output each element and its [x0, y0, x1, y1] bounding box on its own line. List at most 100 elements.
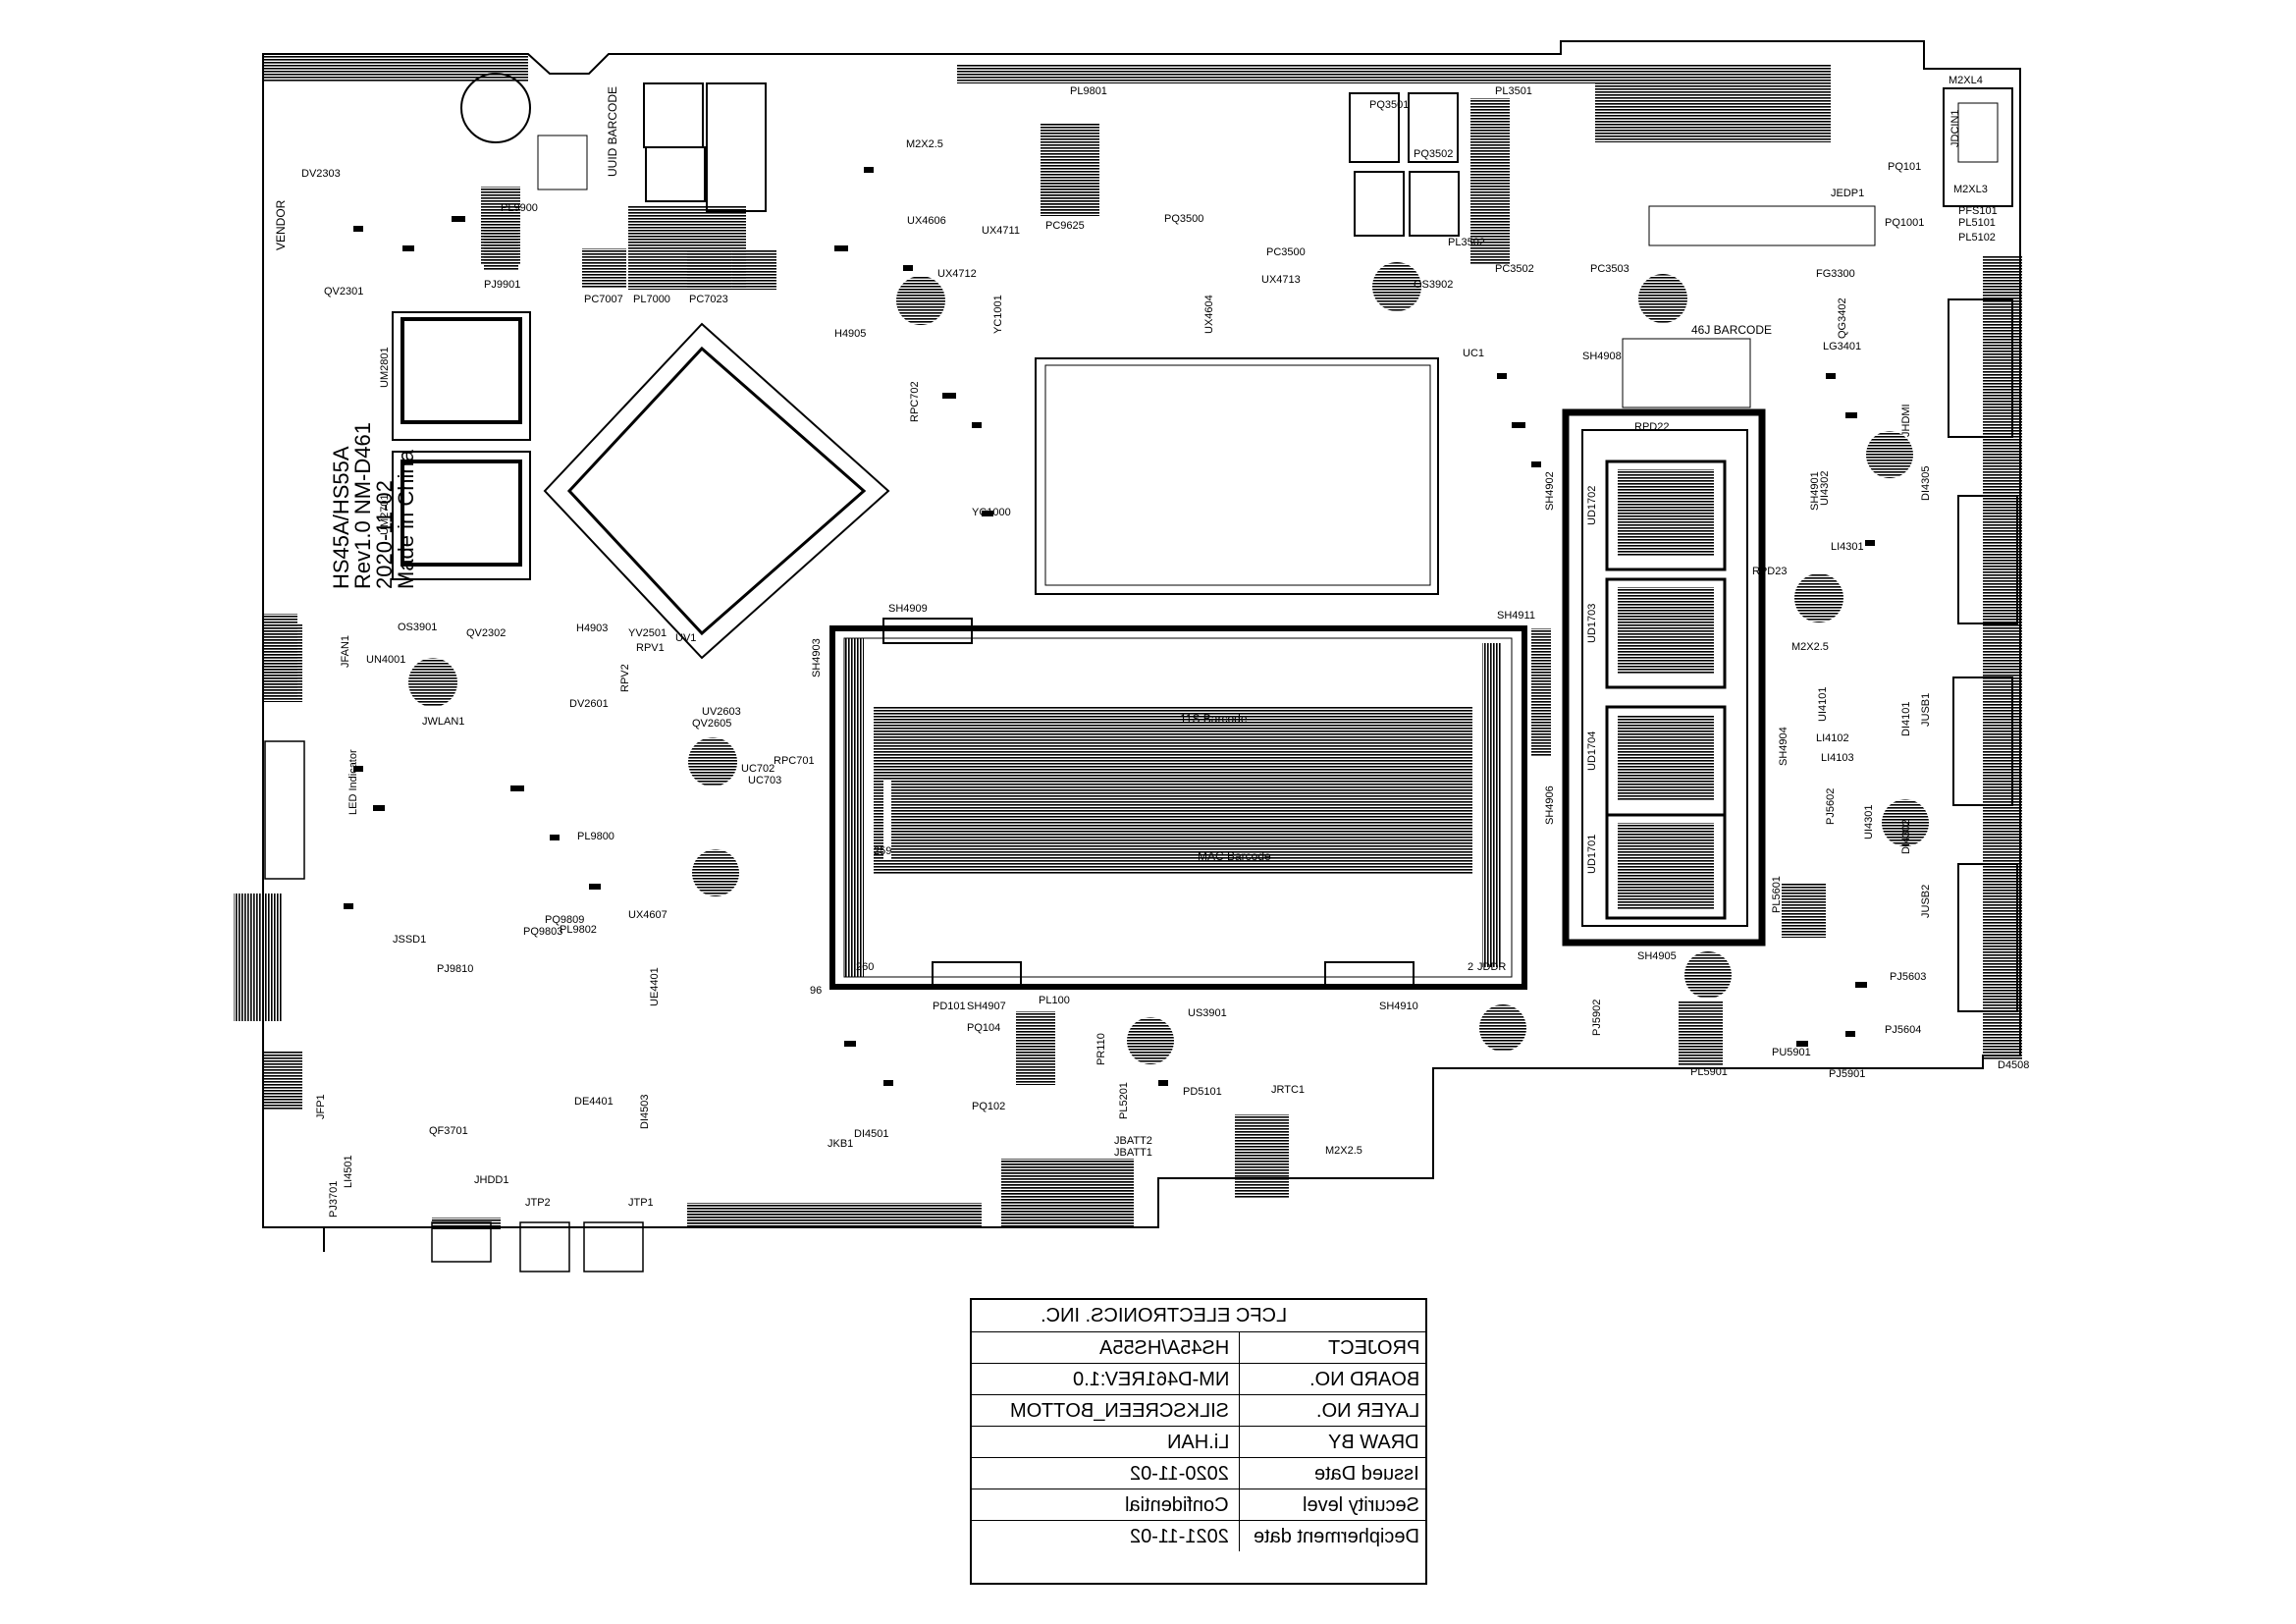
ref-rpd23: RPD23 [1752, 566, 1787, 577]
ref-pq1001: PQ1001 [1885, 217, 1924, 229]
ref-led-indicator: LED Indicator [347, 749, 359, 815]
ref-pl9900: PL9900 [501, 202, 538, 214]
ref-uv2603: UV2603 [702, 706, 741, 718]
ref-pc3502: PC3502 [1495, 263, 1534, 275]
ddr-slot-cutout [883, 781, 891, 859]
title-value: HS45A/HS55A [1098, 1337, 1229, 1359]
ref-ui4301: UI4301 [1863, 805, 1875, 839]
pq3500-fet [1354, 171, 1405, 237]
uc1-chip [1035, 357, 1439, 595]
jtp2-connector [519, 1221, 570, 1272]
11s-barcode-label: 11S Barcode [1180, 712, 1248, 726]
mount-hole [688, 737, 737, 786]
vram-shield-inner [1581, 429, 1748, 927]
ref-jkb1: JKB1 [828, 1138, 853, 1150]
title-row: Li.HAN DRAW BY [972, 1426, 1425, 1457]
title-field-label: DRAW BY [1328, 1432, 1419, 1453]
ref-sh4910: SH4910 [1379, 1001, 1418, 1012]
ud1703-die [1618, 587, 1714, 674]
ref-yv2501: YV2501 [628, 627, 667, 639]
ref-m2x2-c: M2X2.5 [1325, 1145, 1362, 1157]
ref-pl7000: PL7000 [633, 294, 670, 305]
jdcin1-body [1957, 102, 1999, 163]
ref-pj5902: PJ5902 [1591, 1000, 1603, 1036]
ref-pl9801: PL9801 [1070, 85, 1107, 97]
sh4910-clip [1324, 961, 1415, 988]
title-row: 2020-11-02 Issued Date [972, 1457, 1425, 1489]
uuid-barcode-label: UUID BARCODE [606, 86, 619, 177]
ref-pq9809: PQ9809 [545, 914, 584, 926]
top-edge-band-mid [957, 64, 1595, 83]
ud1702-chip [1605, 460, 1727, 571]
ref-um2801: UM2801 [379, 347, 391, 388]
ref-pfs101: PFS101 [1958, 205, 1998, 217]
ref-di4302: DI4302 [1900, 820, 1912, 854]
company-name: LCFC ELECTRONICS. INC. [1041, 1305, 1288, 1326]
ref-jwlan1: JWLAN1 [422, 716, 464, 728]
pj9901-jumper [484, 226, 518, 270]
title-value: SILKSCREEN_BOTTOM [1009, 1400, 1229, 1422]
ref-pl5201: PL5201 [1118, 1082, 1130, 1119]
ref-rpd22: RPD22 [1634, 421, 1669, 433]
ref-jrtc1: JRTC1 [1271, 1084, 1305, 1096]
46j-barcode-box [1622, 338, 1751, 408]
mount-hole [1127, 1017, 1174, 1064]
title-row: Confidential Security level [972, 1489, 1425, 1520]
usb-port-1 [1948, 298, 2013, 438]
board-marking: HS45A/HS55A Rev1.0 NM-D461 2020-11-02 Ma… [329, 422, 418, 589]
ref-pl5901: PL5901 [1690, 1066, 1728, 1078]
ref-ui4302: UI4302 [1819, 471, 1831, 506]
ref-us3901: US3901 [1188, 1007, 1227, 1019]
board-outline [262, 40, 2021, 1252]
mount-hole [692, 849, 739, 896]
ref-di4501: DI4501 [854, 1128, 888, 1140]
ref-fg3300: FG3300 [1816, 268, 1855, 280]
pl3501-inductor [1470, 98, 1510, 265]
jtp1-connector [583, 1221, 644, 1272]
ref-pl5101: PL5101 [1958, 217, 1996, 229]
mount-hole [408, 658, 457, 707]
ref-li4301: LI4301 [1831, 541, 1864, 553]
title-field: Issued Date [1239, 1458, 1427, 1489]
ref-ue4401: UE4401 [649, 967, 661, 1006]
model-line-1: HS45A/HS55A [329, 446, 353, 589]
ud1701-chip [1605, 813, 1727, 920]
title-row: HS45A/HS55A PROJECT [972, 1331, 1425, 1363]
ref-sh4902: SH4902 [1544, 471, 1556, 511]
ref-lg3401: LG3401 [1823, 341, 1861, 352]
ddr-slot-body [874, 707, 1472, 874]
component-dots [344, 167, 1875, 1086]
jkb1-connector [687, 1203, 982, 1228]
title-field: Security level [1239, 1489, 1427, 1520]
model-line-4: Made in China [394, 449, 418, 589]
title-value: NM-D461REV:1.0 [1072, 1369, 1229, 1390]
ref-pc9625: PC9625 [1045, 220, 1085, 232]
ref-jfp1: JFP1 [315, 1094, 327, 1119]
ref-jedp1: JEDP1 [1831, 188, 1864, 199]
ref-m2xl3: M2XL3 [1953, 184, 1988, 195]
ref-pd5101: PD5101 [1183, 1086, 1222, 1098]
ref-sh4901: SH4901 [1809, 471, 1821, 511]
ref-os3902: OS3902 [1414, 279, 1453, 291]
ref-pl5102: PL5102 [1958, 232, 1996, 244]
ud1702-die [1618, 469, 1714, 556]
ref-h4905: H4905 [834, 328, 866, 340]
title-value: 2020-11-02 [1130, 1463, 1229, 1485]
ref-pq102: PQ102 [972, 1101, 1005, 1112]
um2701-chip-inner [400, 460, 522, 567]
title-field-label: LAYER NO. [1315, 1400, 1419, 1422]
ref-pl5601: PL5601 [1771, 876, 1783, 913]
ref-pd101: PD101 [933, 1001, 966, 1012]
pc7010-cap [732, 250, 776, 290]
mount-hole [1638, 274, 1687, 323]
jfan1-connector [263, 623, 302, 702]
ref-259: 259 [874, 845, 891, 857]
ref-pc7007: PC7007 [584, 294, 623, 305]
ref-jtp2: JTP2 [525, 1197, 551, 1209]
ref-ui4101: UI4101 [1817, 687, 1829, 722]
ref-pj5604: PJ5604 [1885, 1024, 1921, 1036]
ref-jusb2: JUSB2 [1920, 885, 1932, 918]
ref-96: 96 [810, 985, 822, 997]
jhdd1-connector [431, 1221, 492, 1263]
mount-hole [1866, 431, 1913, 478]
